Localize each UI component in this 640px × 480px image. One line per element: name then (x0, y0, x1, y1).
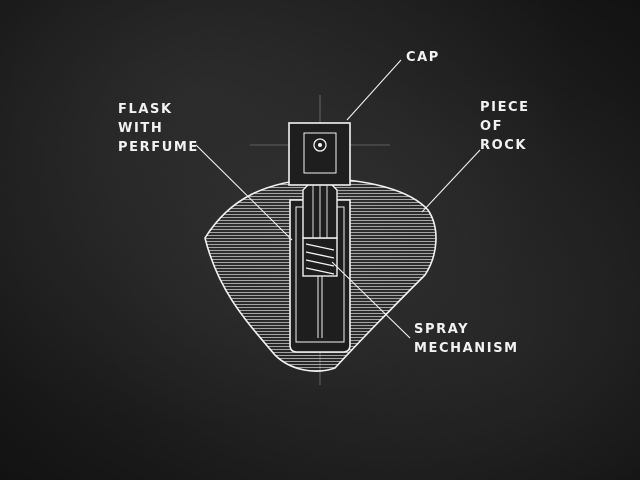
label-piece-of-rock: PIECE OF ROCK (480, 98, 530, 155)
label-cap-text: CAP (406, 50, 440, 65)
leader-line-rock (421, 149, 481, 213)
label-flask-line-2: WITH (118, 121, 164, 136)
leader-line-flask (195, 144, 293, 241)
spray-tube (317, 270, 323, 338)
label-rock-line-1: PIECE (480, 100, 530, 115)
label-flask-line-3: PERFUME (118, 140, 199, 155)
label-rock-line-2: OF (480, 119, 504, 134)
label-cap: CAP (406, 48, 440, 67)
label-flask-line-1: FLASK (118, 102, 173, 117)
leader-line-spray (331, 261, 411, 339)
label-flask-with-perfume: FLASK WITH PERFUME (118, 100, 199, 157)
cap-shape (288, 122, 351, 186)
leader-line-cap (346, 59, 402, 121)
label-spray-mechanism: SPRAY MECHANISM (414, 320, 519, 358)
label-spray-line-2: MECHANISM (414, 341, 519, 356)
spray-spring (302, 237, 338, 277)
label-rock-line-3: ROCK (480, 138, 528, 153)
label-spray-line-1: SPRAY (414, 322, 470, 337)
